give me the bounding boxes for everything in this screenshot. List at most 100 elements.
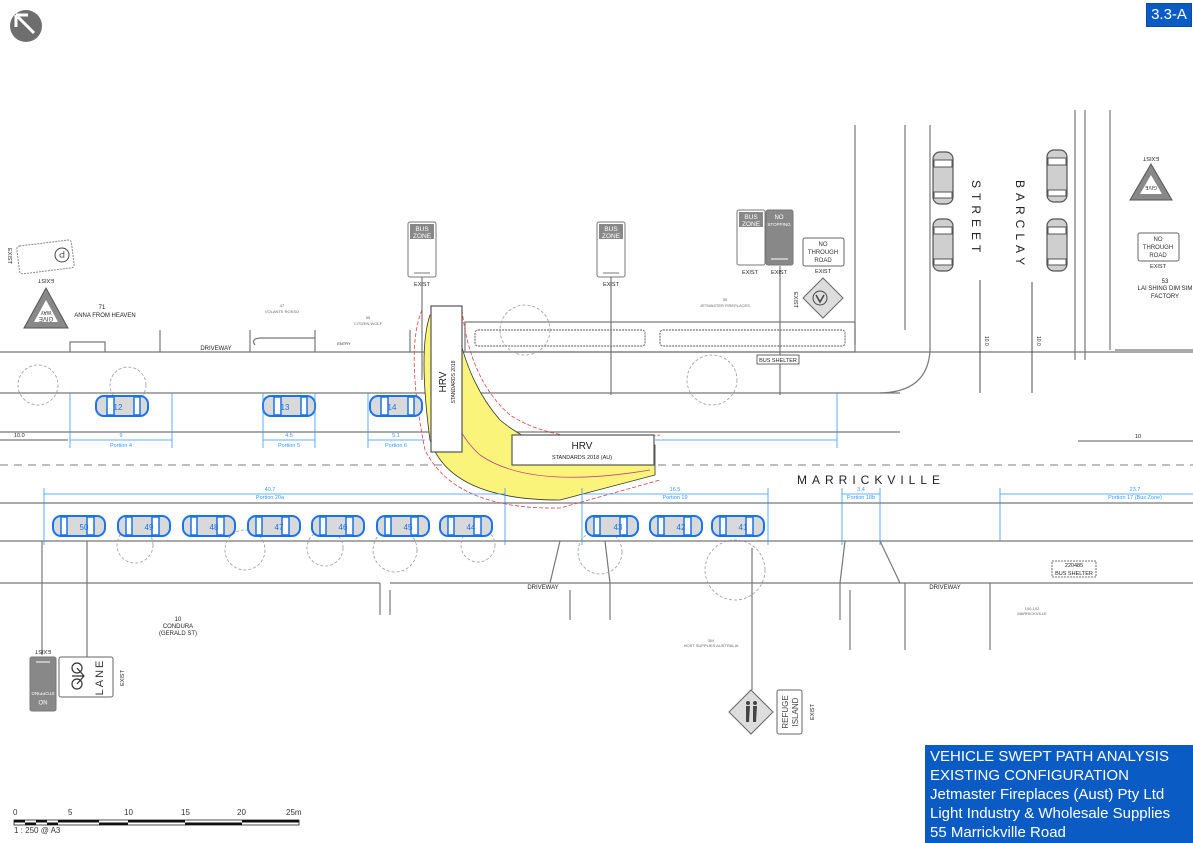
scale-tick: 0 (13, 808, 18, 817)
svg-text:12: 12 (114, 403, 123, 412)
street-name-marrickville: MARRICKVILLE (797, 473, 945, 487)
no-stopping-sign: NO STOPPING EXIST (29, 648, 57, 712)
svg-text:STOPPING: STOPPING (767, 222, 791, 227)
svg-text:EXIST: EXIST (34, 648, 51, 654)
parking-bay: 12 (95, 395, 149, 417)
svg-text:THROUGH: THROUGH (1143, 245, 1173, 251)
svg-text:EXIST: EXIST (1150, 264, 1167, 270)
svg-text:HOST SUPPLIES AUSTRALIA: HOST SUPPLIES AUSTRALIA (684, 643, 739, 648)
scale-bar (13, 819, 300, 826)
svg-text:REFUGE: REFUGE (781, 695, 790, 728)
svg-text:NO: NO (38, 698, 47, 704)
svg-text:DRIVEWAY: DRIVEWAY (929, 585, 960, 591)
scale-ratio: 1 : 250 @ A3 (14, 826, 61, 835)
svg-text:HRV: HRV (572, 441, 593, 452)
no-through-road-sign: NO THROUGH ROAD EXIST (802, 237, 845, 275)
no-stopping-sign: NO STOPPING EXIST (765, 209, 794, 276)
svg-text:WAY: WAY (40, 309, 51, 315)
scale-tick: 20 (237, 808, 246, 817)
svg-text:MARRICKVILLE: MARRICKVILLE (1017, 611, 1047, 616)
scale-tick: 15 (181, 808, 190, 817)
svg-text:EXIST: EXIST (792, 292, 798, 309)
svg-text:304: 304 (708, 638, 715, 643)
svg-text:LANE: LANE (94, 659, 106, 696)
svg-text:BUS: BUS (604, 226, 618, 233)
svg-text:47: 47 (280, 303, 285, 308)
svg-text:10.0: 10.0 (983, 336, 989, 346)
svg-text:EXIST: EXIST (1142, 155, 1159, 161)
svg-text:STANDARDS 2018 (AU): STANDARDS 2018 (AU) (552, 455, 612, 461)
svg-text:EXIST: EXIST (603, 282, 620, 288)
svg-text:4.5: 4.5 (285, 433, 293, 439)
svg-text:23.7: 23.7 (1130, 487, 1141, 493)
svg-text:EXIST: EXIST (742, 270, 759, 276)
hrv-vertical: HRV STANDARDS 2018 (430, 305, 463, 453)
street-name-street: STREET (969, 180, 983, 257)
svg-text:EXIST: EXIST (120, 669, 126, 686)
svg-text:50: 50 (80, 523, 89, 532)
give-way-sign-icon: GIVE EXIST (1129, 155, 1173, 201)
svg-text:ZONE: ZONE (413, 233, 432, 240)
svg-text:JETMASTER FIREPLACES: JETMASTER FIREPLACES (700, 303, 750, 308)
hrv-horizontal: HRV STANDARDS 2018 (AU) (511, 434, 655, 466)
svg-text:EXIST: EXIST (6, 248, 12, 265)
svg-text:16.5: 16.5 (670, 487, 681, 493)
svg-text:10: 10 (175, 617, 182, 623)
svg-text:ENTRY: ENTRY (337, 341, 351, 346)
title-line: EXISTING CONFIGURATION (930, 767, 1129, 784)
svg-text:10.0: 10.0 (1035, 336, 1041, 346)
bus-zone-sign: BUS ZONE EXIST (407, 221, 437, 288)
svg-text:Portion 5: Portion 5 (278, 443, 300, 449)
svg-text:NO: NO (819, 242, 828, 248)
north-arrow-icon (10, 10, 42, 42)
svg-text:CONDURA: CONDURA (163, 624, 193, 630)
svg-text:BUS SHELTER: BUS SHELTER (1055, 571, 1093, 577)
svg-text:ZONE: ZONE (602, 233, 621, 240)
parking-bay: 42 (649, 515, 703, 537)
svg-text:NO: NO (775, 215, 784, 221)
svg-text:Portion 19: Portion 19 (662, 495, 687, 501)
svg-text:EXIST: EXIST (815, 269, 832, 275)
parking-sign-icon: P EXIST (6, 239, 75, 275)
svg-text:LAI SHING DIM SIM: LAI SHING DIM SIM (1138, 286, 1193, 292)
parked-car (1046, 218, 1068, 272)
svg-text:10.0: 10.0 (14, 433, 25, 439)
svg-text:(GERALD ST): (GERALD ST) (159, 631, 197, 637)
svg-text:41: 41 (739, 523, 748, 532)
svg-text:DRIVEWAY: DRIVEWAY (527, 585, 558, 591)
svg-text:ROAD: ROAD (814, 258, 832, 264)
svg-text:EXIST: EXIST (771, 270, 788, 276)
svg-text:55: 55 (366, 315, 371, 320)
bus-zone-sign: BUS ZONE EXIST (596, 221, 626, 288)
svg-text:EXIST: EXIST (414, 282, 431, 288)
parking-bay: 44 (439, 515, 493, 537)
svg-text:48: 48 (210, 523, 219, 532)
no-through-road-sign: NO THROUGH ROAD EXIST (1137, 232, 1180, 270)
svg-text:DRIVEWAY: DRIVEWAY (200, 346, 231, 352)
svg-text:43: 43 (614, 523, 623, 532)
title-line: Jetmaster Fireplaces (Aust) Pty Ltd (930, 786, 1165, 803)
svg-text:GIVE: GIVE (39, 315, 53, 321)
svg-text:13: 13 (281, 403, 290, 412)
sheet-number: 3.3-A (1146, 3, 1192, 27)
parked-car (1046, 149, 1068, 203)
svg-text:GIVE: GIVE (1144, 184, 1157, 190)
parking-bay: 13 (262, 395, 316, 417)
svg-text:ZONE: ZONE (742, 221, 761, 228)
svg-text:Portion 6: Portion 6 (385, 443, 407, 449)
parking-bay: 41 (711, 515, 765, 537)
refuge-island-sign: REFUGE ISLAND EXIST (776, 689, 816, 735)
svg-text:10: 10 (1135, 434, 1141, 440)
svg-text:NO: NO (1154, 237, 1163, 243)
scale-tick: 25m (286, 808, 302, 817)
svg-text:Portion 18b: Portion 18b (847, 495, 875, 501)
dimensions (43, 393, 1193, 545)
svg-text:5.1: 5.1 (392, 433, 400, 439)
svg-text:CITIZEN WOLF: CITIZEN WOLF (354, 321, 383, 326)
svg-text:3.4: 3.4 (857, 487, 865, 493)
svg-text:100-102: 100-102 (1025, 606, 1040, 611)
bus-shelter-south: 220485 BUS SHELTER (1051, 560, 1097, 578)
svg-text:40.7: 40.7 (265, 487, 276, 493)
svg-text:ROAD: ROAD (1149, 253, 1167, 259)
svg-text:HRV: HRV (438, 371, 449, 392)
